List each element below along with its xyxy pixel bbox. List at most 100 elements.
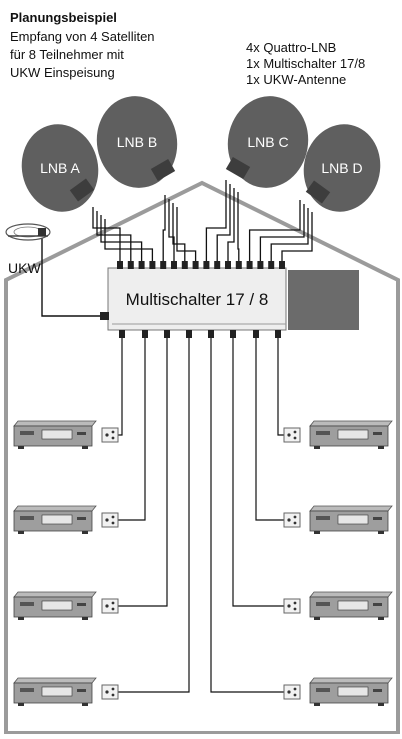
- satellite-dish: LNB C: [225, 96, 309, 188]
- output-cable-left: [118, 338, 123, 436]
- receiver-slot: [20, 602, 34, 606]
- socket-plate: [101, 684, 119, 700]
- lnb-cable: [281, 212, 313, 262]
- multiswitch-input-connector: [181, 261, 188, 269]
- antenna-socket: [101, 427, 119, 443]
- lnb-label: LNB D: [321, 160, 362, 176]
- satellite-receiver: [13, 591, 97, 620]
- multiswitch-input-connector: [279, 261, 285, 269]
- satellite-receiver: [309, 677, 393, 706]
- components-line-1: 4x Quattro-LNB: [246, 40, 337, 55]
- lnb-label: LNB A: [40, 160, 80, 176]
- receiver-top: [309, 420, 393, 427]
- receiver-top: [13, 505, 97, 512]
- antenna-socket: [283, 598, 301, 614]
- receiver-foot: [314, 446, 320, 449]
- lnb-label: LNB B: [117, 134, 157, 150]
- receiver-foot: [18, 531, 24, 534]
- terrestrial-input-connector: [100, 312, 109, 320]
- multiswitch-input-connector: [214, 261, 221, 269]
- receiver-button: [373, 689, 382, 692]
- lnb-cable: [176, 207, 197, 262]
- lnb-cable: [205, 180, 227, 262]
- antenna-socket: [101, 598, 119, 614]
- output-cable-left: [118, 338, 146, 521]
- socket-port: [293, 693, 297, 697]
- receiver-display: [41, 514, 73, 525]
- receiver-button: [373, 603, 382, 606]
- lnb-head: [305, 180, 331, 204]
- receiver-button: [77, 603, 86, 606]
- receiver-foot: [314, 703, 320, 706]
- receiver-slot: [20, 516, 34, 520]
- socket-port: [105, 690, 109, 694]
- socket-port: [293, 436, 297, 440]
- output-cable-left: [118, 338, 168, 607]
- multiswitch-label: Multischalter 17 / 8: [126, 290, 269, 309]
- socket-port: [111, 436, 115, 440]
- receiver-top: [13, 677, 97, 684]
- multiswitch-input-connector: [149, 261, 156, 269]
- ukw-antenna-ring: [5, 223, 51, 241]
- multiswitch-input-connector: [246, 261, 253, 269]
- receiver-top: [309, 677, 393, 684]
- socket-port: [105, 518, 109, 522]
- multiswitch-input-connector: [235, 261, 242, 269]
- lnb-cable: [248, 200, 301, 262]
- receiver-display: [337, 429, 369, 440]
- multiswitch-input-connector: [138, 261, 145, 269]
- receiver-foot: [82, 617, 88, 620]
- multiswitch: Multischalter 17 / 8: [100, 261, 359, 338]
- socket-plate: [283, 427, 301, 443]
- receiver-foot: [82, 446, 88, 449]
- receiver-slot: [316, 516, 330, 520]
- socket-plate: [283, 684, 301, 700]
- lnb-cable: [172, 203, 186, 262]
- multiswitch-output-connector: [164, 330, 170, 338]
- multiswitch-input-connector: [127, 261, 134, 269]
- receiver-display: [337, 514, 369, 525]
- multiswitch-output-connector: [253, 330, 259, 338]
- receiver-slot: [20, 688, 34, 692]
- multiswitch-input-connector: [160, 261, 167, 269]
- socket-port: [105, 433, 109, 437]
- multiswitch-input-connector: [117, 261, 123, 269]
- lnb-cable: [227, 188, 235, 262]
- lnb-cable: [168, 199, 175, 262]
- socket-port: [111, 515, 115, 519]
- socket-plate: [283, 598, 301, 614]
- socket-port: [293, 687, 297, 691]
- multiswitch-output-connector: [142, 330, 148, 338]
- multiswitch-psu-block: [288, 270, 359, 330]
- antenna-socket: [283, 512, 301, 528]
- lnb-cable: [92, 207, 121, 262]
- socket-port: [111, 601, 115, 605]
- diagram-title: Planungsbeispiel: [10, 10, 117, 25]
- receiver-display: [41, 686, 73, 697]
- lnb-head: [150, 158, 176, 182]
- description-line-2: für 8 Teilnehmer mit: [10, 47, 124, 62]
- multiswitch-input-connector: [192, 261, 199, 269]
- socket-port: [287, 690, 291, 694]
- socket-port: [287, 604, 291, 608]
- multiswitch-output-connector: [119, 330, 125, 338]
- output-cable-left: [118, 338, 190, 693]
- description-line-3: UKW Einspeisung: [10, 65, 115, 80]
- satellite-dish: LNB D: [303, 124, 381, 212]
- receiver-slot: [316, 602, 330, 606]
- satellite-receiver: [13, 677, 97, 706]
- antenna-socket: [283, 427, 301, 443]
- receiver-foot: [314, 531, 320, 534]
- multiswitch-output-connector: [275, 330, 281, 338]
- receiver-foot: [18, 703, 24, 706]
- receiver-foot: [378, 446, 384, 449]
- receiver-display: [41, 429, 73, 440]
- multiswitch-body: [107, 267, 287, 331]
- socket-port: [287, 518, 291, 522]
- socket-plate: [101, 598, 119, 614]
- receiver-foot: [314, 617, 320, 620]
- cable-group: [41, 180, 313, 693]
- receiver-top: [13, 420, 97, 427]
